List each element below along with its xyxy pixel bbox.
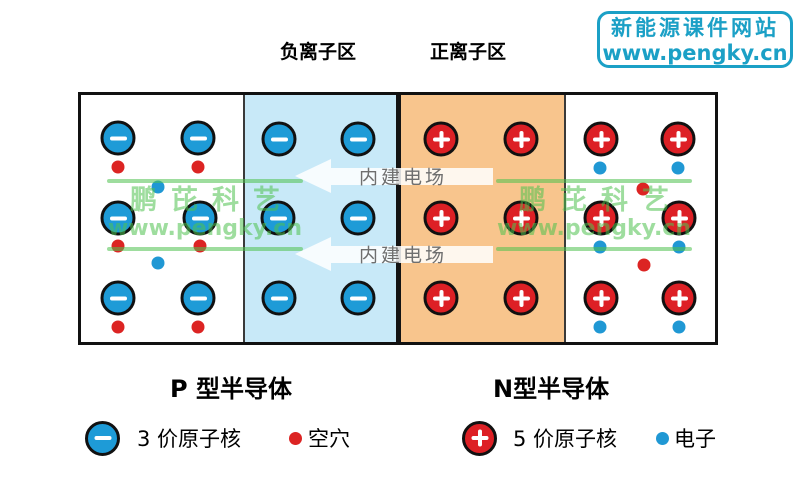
donor-ion	[423, 200, 459, 236]
donor-ion	[661, 280, 697, 316]
donor-ion	[503, 121, 539, 157]
legend-item-donor: 5 价原子核	[462, 420, 617, 456]
builtin-field-arrow-top: 内建电场	[295, 157, 493, 195]
legend-label: 空穴	[308, 427, 350, 451]
legend-label: 3 价原子核	[137, 427, 242, 451]
site-badge-title: 新能源课件网站	[611, 16, 779, 40]
builtin-field-arrow-bottom: 内建电场	[295, 235, 493, 273]
negative-ion-region-label: 负离子区	[280, 41, 357, 63]
hole-dot	[193, 239, 207, 253]
legend-item-electron: 电子	[656, 420, 716, 456]
hole-dot	[191, 160, 205, 174]
acceptor-ion	[340, 280, 376, 316]
legend-label: 5 价原子核	[513, 427, 618, 451]
left-arrow-icon	[295, 237, 493, 271]
acceptor-ion	[180, 120, 216, 156]
electron-dot	[672, 240, 686, 254]
hole-dot	[636, 182, 650, 196]
acceptor-ion-icon	[85, 420, 120, 456]
donor-ion	[423, 280, 459, 316]
acceptor-ion	[340, 121, 376, 157]
site-badge-url: www.pengky.cn	[602, 41, 788, 65]
donor-ion	[423, 121, 459, 157]
acceptor-ion	[100, 200, 136, 236]
builtin-field-label: 内建电场	[358, 244, 447, 267]
hole-dot	[111, 239, 125, 253]
donor-ion	[583, 200, 619, 236]
pn-junction-line	[396, 95, 401, 342]
electron-dot	[593, 320, 607, 334]
site-badge: 新能源课件网站 www.pengky.cn	[597, 11, 793, 68]
legend-label: 电子	[674, 427, 716, 451]
donor-ion	[583, 121, 619, 157]
electron-dot	[593, 240, 607, 254]
donor-ion	[583, 280, 619, 316]
acceptor-ion	[261, 121, 297, 157]
electron-dot	[151, 180, 165, 194]
positive-ion-region-label: 正离子区	[430, 41, 507, 63]
acceptor-ion	[260, 200, 296, 236]
hole-dot	[637, 258, 651, 272]
hole-dot	[111, 320, 125, 334]
electron-dot	[672, 320, 686, 334]
electron-dot	[151, 256, 165, 270]
p-type-label: P 型半导体	[170, 375, 292, 403]
builtin-field-label: 内建电场	[358, 166, 447, 189]
n-type-label: N型半导体	[493, 375, 610, 403]
hole-icon	[289, 431, 302, 445]
particle-layer	[81, 95, 715, 342]
acceptor-ion	[100, 280, 136, 316]
donor-ion	[503, 200, 539, 236]
semiconductor-diagram	[78, 92, 718, 345]
acceptor-ion	[180, 280, 216, 316]
acceptor-ion	[340, 200, 376, 236]
donor-ion	[503, 280, 539, 316]
legend-item-hole: 空穴	[289, 420, 350, 456]
donor-ion	[660, 121, 696, 157]
electron-icon	[656, 431, 669, 445]
acceptor-ion	[261, 280, 297, 316]
hole-dot	[191, 320, 205, 334]
electron-dot	[671, 161, 685, 175]
acceptor-ion	[182, 200, 218, 236]
hole-dot	[111, 160, 125, 174]
donor-ion-icon	[462, 420, 497, 456]
left-arrow-icon	[295, 159, 493, 193]
electron-dot	[593, 161, 607, 175]
acceptor-ion	[100, 120, 136, 156]
donor-ion	[661, 200, 697, 236]
legend-item-acceptor: 3 价原子核	[85, 420, 241, 456]
